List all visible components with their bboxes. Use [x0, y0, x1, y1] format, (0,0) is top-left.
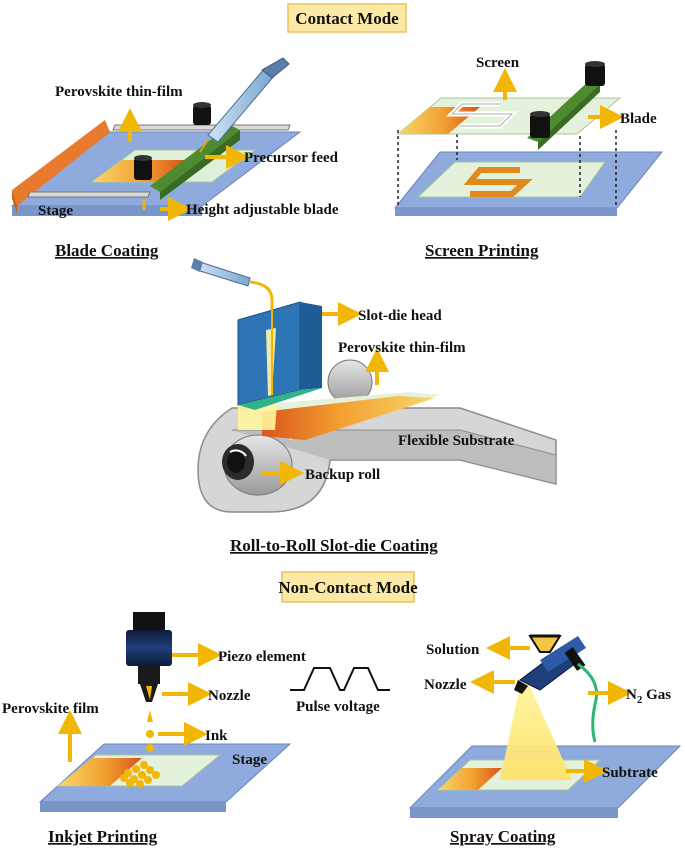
spray-nozzle-label: Nozzle	[424, 677, 467, 693]
slot-die-panel: Slot-die head Perovskite thin-film Flexi…	[191, 258, 557, 555]
inkjet-caption: Inkjet Printing	[48, 827, 158, 846]
stage-label: Stage	[38, 203, 73, 219]
piezo-label: Piezo element	[218, 649, 306, 665]
perovskite-label: Perovskite thin-film	[55, 84, 183, 100]
perovskite-film-label: Perovskite film	[2, 701, 99, 717]
non-contact-mode-label: Non-Contact Mode	[278, 578, 418, 597]
inkjet-stage-label: Stage	[232, 752, 267, 768]
screen-label: Screen	[476, 55, 520, 71]
slot-die-head-label: Slot-die head	[358, 308, 442, 324]
inkjet-nozzle-label: Nozzle	[208, 688, 251, 704]
spray-panel: Solution Nozzle N2 Gas Subtrate Spray Co…	[408, 634, 682, 846]
blade-label: Height adjustable blade	[186, 202, 339, 218]
n2-gas-label: N2 Gas	[626, 687, 671, 706]
precursor-feed-label: Precursor feed	[244, 150, 339, 166]
subtrate-label: Subtrate	[602, 765, 658, 781]
backup-roll-label: Backup roll	[305, 467, 380, 483]
slot-die-caption: Roll-to-Roll Slot-die Coating	[230, 536, 438, 555]
blade-coating-panel: Perovskite thin-film Precursor feed Stag…	[10, 57, 339, 260]
screen-printing-caption: Screen Printing	[425, 241, 539, 260]
flexible-substrate-label: Flexible Substrate	[398, 433, 515, 449]
contact-mode-banner: Contact Mode	[287, 3, 407, 33]
pulse-voltage-label: Pulse voltage	[296, 699, 380, 715]
solution-label: Solution	[426, 642, 480, 658]
screen-blade-label: Blade	[620, 111, 657, 127]
screen-printing-panel: Screen Blade Screen Printing	[393, 55, 664, 260]
inkjet-panel: Piezo element Nozzle Pulse voltage Perov…	[2, 612, 390, 846]
ink-label: Ink	[205, 728, 228, 744]
contact-mode-label: Contact Mode	[295, 9, 399, 28]
non-contact-mode-banner: Non-Contact Mode	[278, 571, 418, 603]
spray-caption: Spray Coating	[450, 827, 556, 846]
blade-coating-caption: Blade Coating	[55, 241, 159, 260]
slot-die-perovskite-label: Perovskite thin-film	[338, 340, 466, 356]
